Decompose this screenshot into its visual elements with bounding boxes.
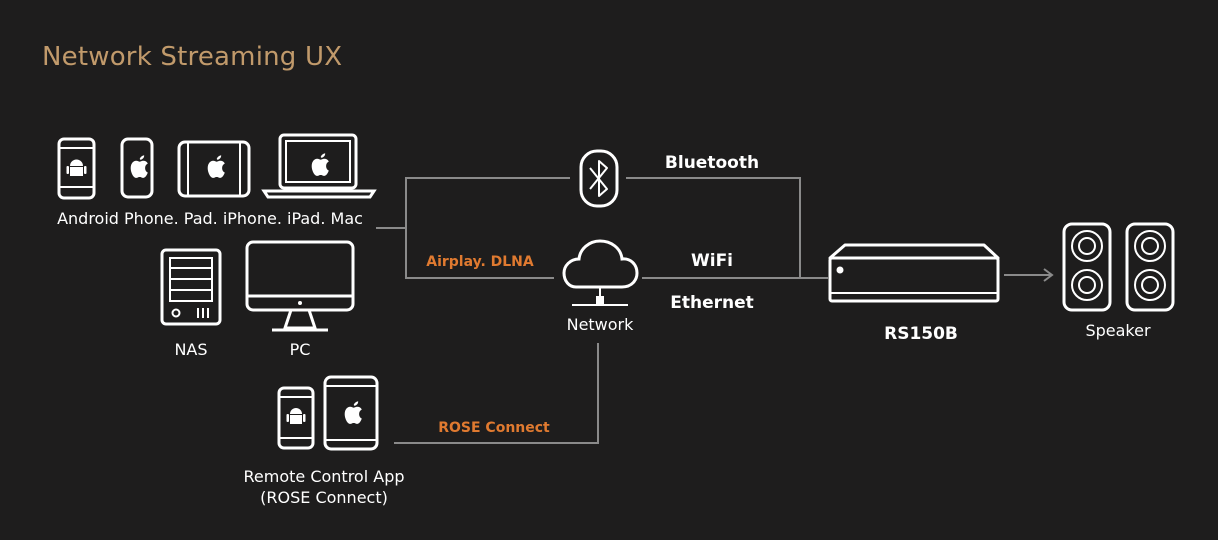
nas-label: NAS bbox=[174, 340, 207, 359]
iphone-icon bbox=[120, 137, 154, 199]
network-label: Network bbox=[567, 315, 635, 334]
connection-lines bbox=[376, 177, 1054, 444]
pc-label: PC bbox=[290, 340, 311, 359]
ethernet-label: Ethernet bbox=[670, 293, 754, 313]
device-to-speaker-arrow bbox=[1004, 268, 1054, 282]
mobile-to-hub-line bbox=[376, 177, 570, 229]
mobile-devices-label: Android Phone. Pad. iPhone. iPad. Mac bbox=[57, 209, 363, 228]
remote-app-label-line1: Remote Control App bbox=[244, 467, 405, 486]
hub-to-network-line bbox=[405, 228, 554, 279]
remote-ipad-icon bbox=[323, 375, 379, 451]
speaker-icon bbox=[1125, 222, 1175, 312]
page-title: Network Streaming UX bbox=[42, 42, 343, 72]
remote-to-network-line bbox=[394, 343, 599, 444]
remote-app-label-line2: (ROSE Connect) bbox=[260, 488, 388, 507]
rose-connect-label: ROSE Connect bbox=[438, 420, 550, 436]
airplay-dlna-label: Airplay. DLNA bbox=[426, 254, 534, 270]
bluetooth-icon bbox=[579, 149, 619, 208]
device-label: RS150B bbox=[884, 324, 958, 344]
speaker-label: Speaker bbox=[1085, 321, 1151, 340]
android-phone-icon bbox=[57, 137, 96, 200]
nas-icon bbox=[160, 248, 222, 326]
bluetooth-label: Bluetooth bbox=[665, 153, 759, 173]
streamer-device-icon bbox=[828, 243, 1000, 303]
pc-monitor-icon bbox=[245, 240, 355, 332]
macbook-icon bbox=[261, 133, 377, 199]
speaker-icon bbox=[1062, 222, 1112, 312]
wifi-label: WiFi bbox=[691, 251, 733, 271]
cloud-network-icon bbox=[562, 239, 639, 306]
remote-android-phone-icon bbox=[277, 386, 315, 450]
ipad-icon bbox=[177, 140, 251, 198]
